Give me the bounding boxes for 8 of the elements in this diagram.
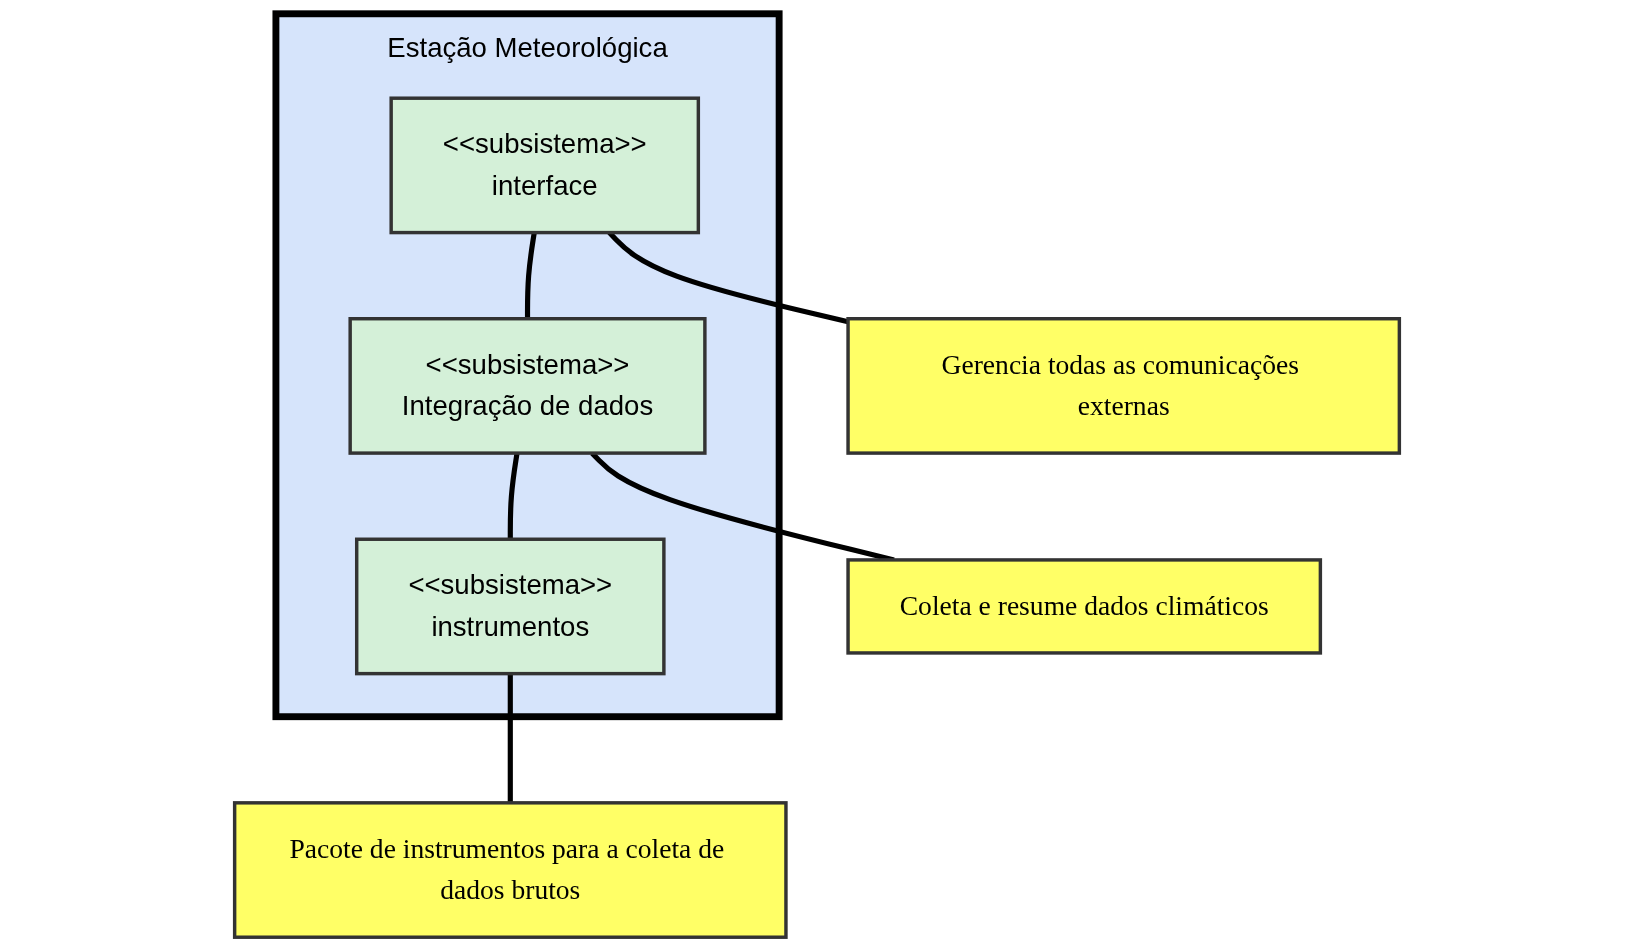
node-box: Coleta e resume dados climáticos xyxy=(846,558,1323,655)
node-box: <<subsistema>> interface xyxy=(389,96,701,235)
node-box: Gerencia todas as comunicações externas xyxy=(846,317,1402,455)
connector xyxy=(524,232,537,319)
node-box: <<subsistema>> instrumentos xyxy=(355,537,666,676)
connector xyxy=(507,673,513,803)
node-box: <<subsistema>> Integração de dados xyxy=(348,317,707,455)
node-box: Pacote de instrumentos para a coleta de dados brutos xyxy=(232,801,788,939)
